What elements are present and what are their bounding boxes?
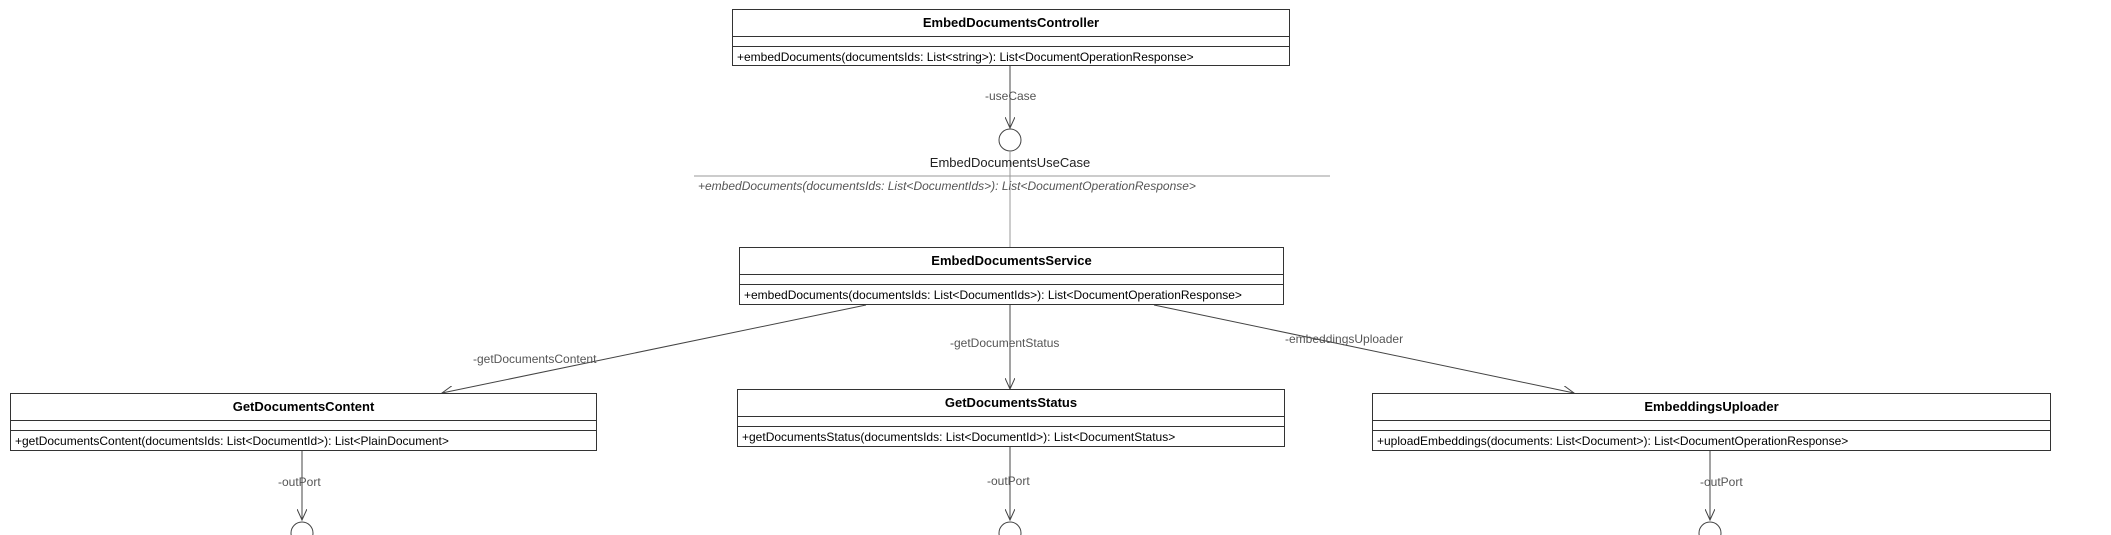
class-name: EmbedDocumentsController bbox=[733, 10, 1289, 37]
get-documents-content-association-line bbox=[442, 304, 867, 393]
class-name: GetDocumentsStatus bbox=[738, 390, 1284, 417]
get-documents-content-label: -getDocumentsContent bbox=[473, 352, 597, 366]
out-port-left-label: -outPort bbox=[278, 475, 321, 489]
get-documents-status-class[interactable]: GetDocumentsStatus +getDocumentsStatus(d… bbox=[737, 389, 1285, 447]
embeddings-uploader-class[interactable]: EmbeddingsUploader +uploadEmbeddings(doc… bbox=[1372, 393, 2051, 451]
embed-documents-use-case-interface-circle bbox=[998, 128, 1022, 152]
class-operation: +getDocumentsStatus(documentsIds: List<D… bbox=[742, 430, 1176, 444]
out-port-middle-interface-circle bbox=[998, 521, 1022, 535]
class-attributes bbox=[1373, 421, 2050, 431]
out-port-right-interface-circle bbox=[1698, 521, 1722, 535]
class-attributes bbox=[11, 421, 596, 431]
out-port-right-label: -outPort bbox=[1700, 475, 1743, 489]
out-port-left-interface-circle bbox=[290, 521, 314, 535]
get-documents-content-class[interactable]: GetDocumentsContent +getDocumentsContent… bbox=[10, 393, 597, 451]
class-name: GetDocumentsContent bbox=[11, 394, 596, 421]
class-operation: +embedDocuments(documentsIds: List<strin… bbox=[737, 50, 1194, 64]
interface-operation: +embedDocuments(documentsIds: List<Docum… bbox=[698, 179, 1196, 193]
class-name: EmbedDocumentsService bbox=[740, 248, 1283, 275]
embeddings-uploader-label: -embeddingsUploader bbox=[1285, 332, 1404, 346]
class-name: EmbeddingsUploader bbox=[1373, 394, 2050, 421]
out-port-middle-label: -outPort bbox=[987, 474, 1030, 488]
get-document-status-label: -getDocumentStatus bbox=[950, 336, 1060, 350]
embed-documents-service-class[interactable]: EmbedDocumentsService +embedDocuments(do… bbox=[739, 247, 1284, 305]
class-attributes bbox=[733, 37, 1289, 47]
embeddings-uploader-association-line bbox=[1153, 304, 1574, 393]
use-case-association-label: -useCase bbox=[985, 89, 1037, 103]
class-attributes bbox=[738, 417, 1284, 427]
embed-documents-controller-class[interactable]: EmbedDocumentsController +embedDocuments… bbox=[732, 9, 1290, 66]
embed-documents-use-case-interface-name: EmbedDocumentsUseCase bbox=[929, 155, 1091, 170]
class-operation: +embedDocuments(documentsIds: List<Docum… bbox=[744, 288, 1242, 302]
class-attributes bbox=[740, 275, 1283, 285]
class-operation: +getDocumentsContent(documentsIds: List<… bbox=[15, 434, 449, 448]
class-operation: +uploadEmbeddings(documents: List<Docume… bbox=[1377, 434, 1849, 448]
